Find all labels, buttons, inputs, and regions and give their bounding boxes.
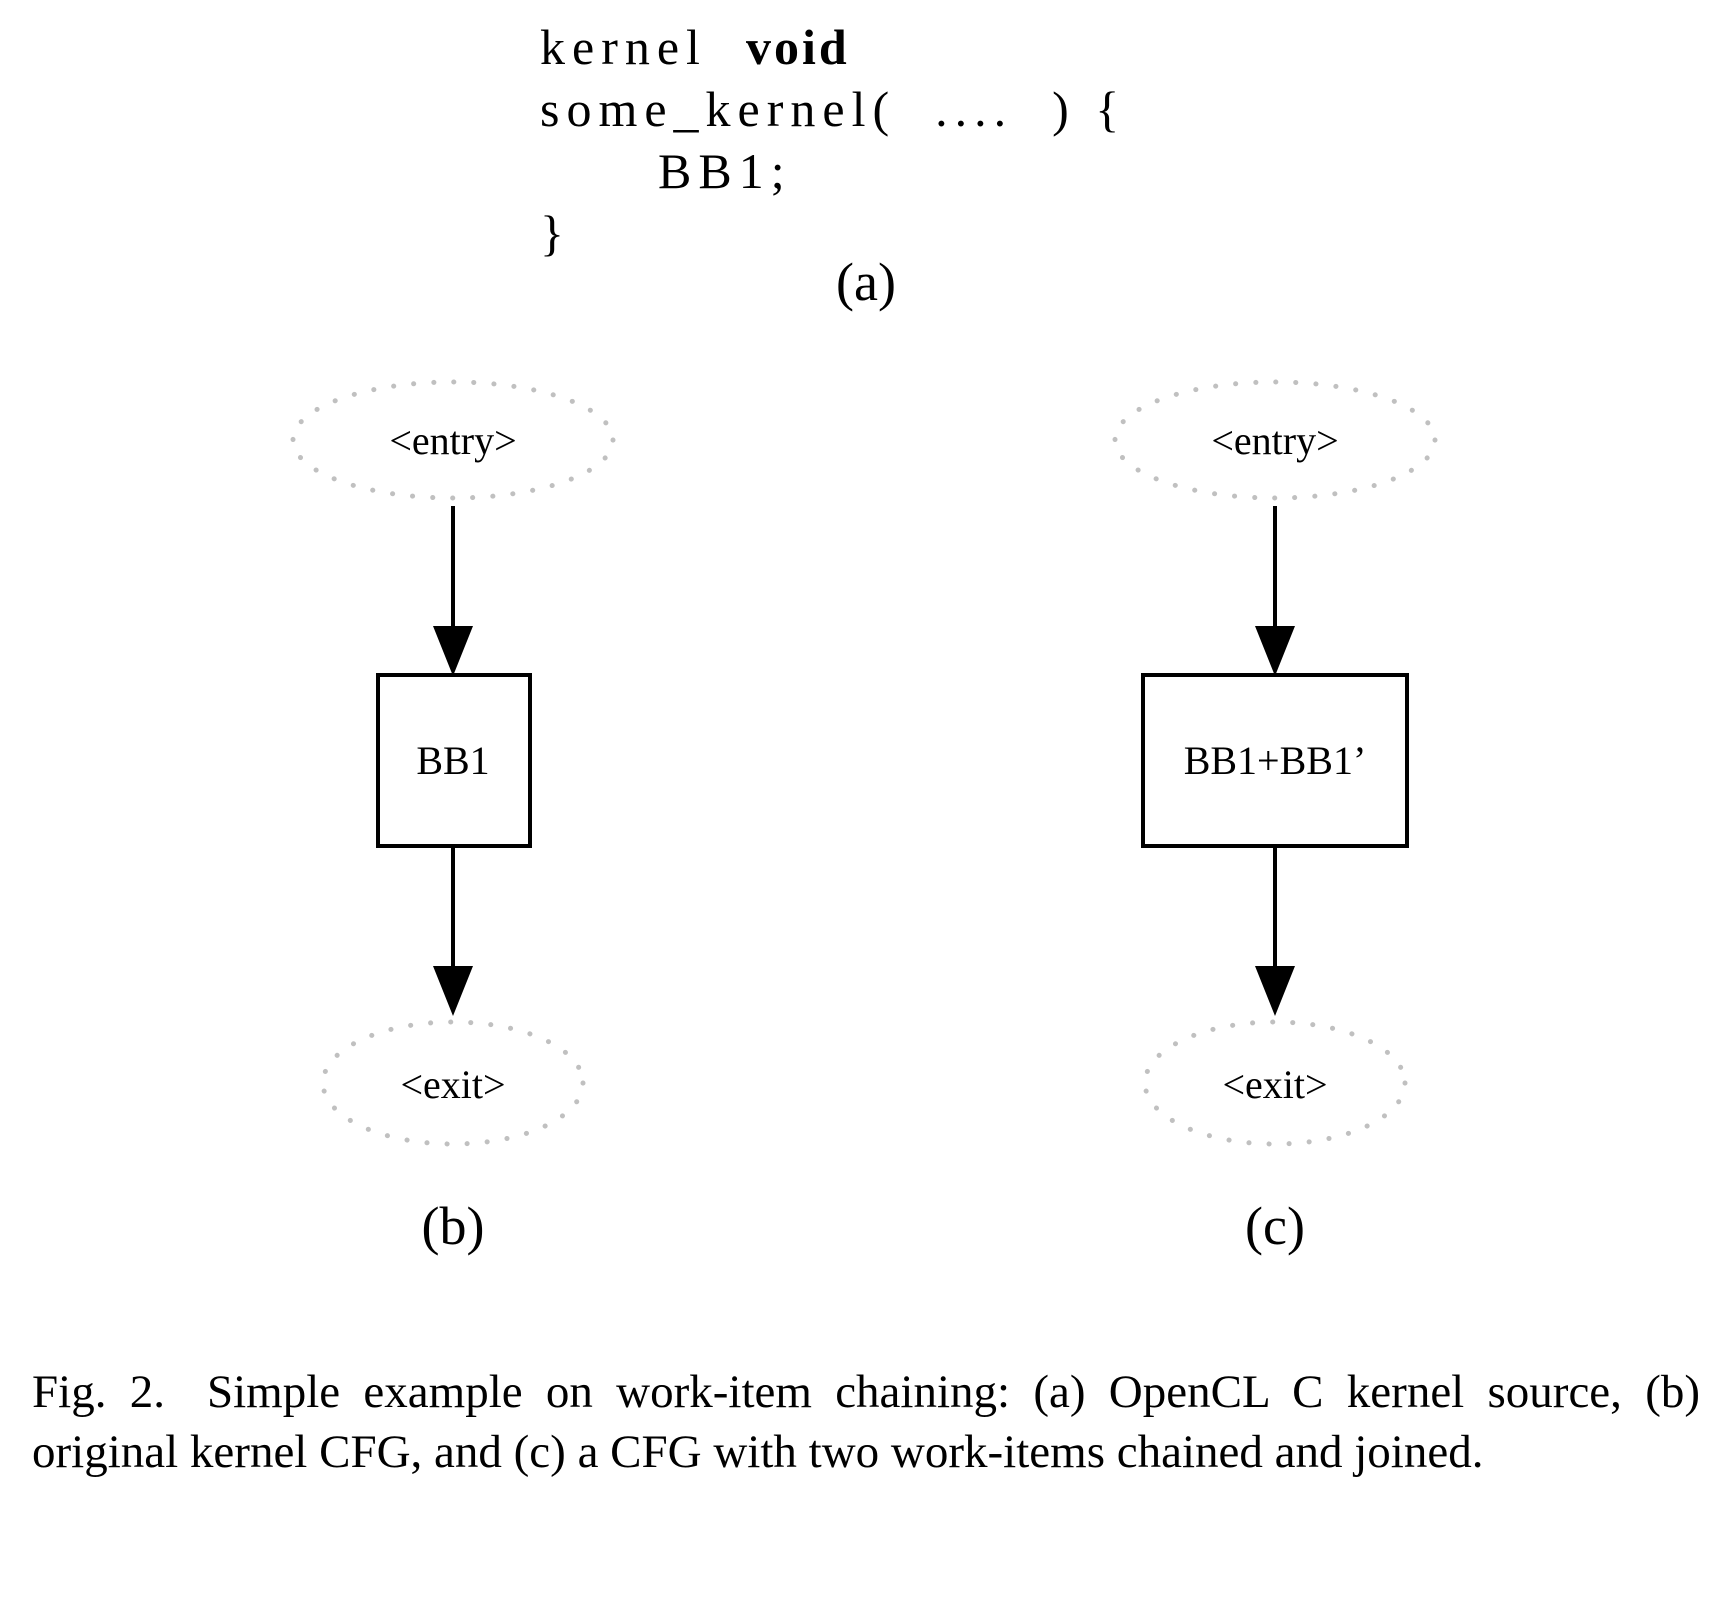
entry-node-b	[290, 379, 616, 501]
basic-block-label-c: BB1+BB1’	[1184, 738, 1367, 783]
subfigure-label-b: (b)	[422, 1196, 485, 1256]
figure-caption: Fig. 2.Simple example on work-item chain…	[32, 1362, 1700, 1482]
figure-number: Fig. 2.	[32, 1366, 165, 1418]
arrowhead-icon	[1255, 626, 1295, 676]
subfigure-label-a: (a)	[836, 252, 896, 312]
code-kernel-qualifier: kernel	[540, 19, 707, 75]
caption-text: Simple example on work-item chaining: (a…	[32, 1366, 1700, 1478]
arrowhead-icon	[433, 626, 473, 676]
arrowhead-icon	[433, 966, 473, 1016]
subfigure-label-c: (c)	[1245, 1196, 1305, 1256]
arrowhead-icon	[1255, 966, 1295, 1016]
code-line-1: kernel void	[540, 16, 1126, 78]
code-line-4: }	[540, 205, 571, 261]
entry-node-c	[1112, 379, 1438, 501]
exit-label-c: <exit>	[1222, 1062, 1327, 1107]
code-void-keyword: void	[745, 19, 850, 75]
basic-block-joined	[1141, 673, 1409, 848]
cfg-original: <entry> BB1 <exit> (b)	[290, 379, 616, 1256]
entry-label-c: <entry>	[1211, 418, 1338, 463]
code-line-2: some_kernel( .... ) {	[540, 81, 1127, 137]
exit-node-b	[320, 1019, 586, 1147]
cfg-chained: <entry> BB1+BB1’ <exit> (c)	[1112, 379, 1438, 1256]
entry-label-b: <entry>	[389, 418, 516, 463]
exit-node-c	[1142, 1019, 1408, 1147]
exit-label-b: <exit>	[400, 1062, 505, 1107]
code-line-3: BB1;	[540, 140, 1126, 202]
code-bb1-statement: BB1;	[658, 143, 792, 199]
basic-block-label-b: BB1	[416, 738, 489, 783]
